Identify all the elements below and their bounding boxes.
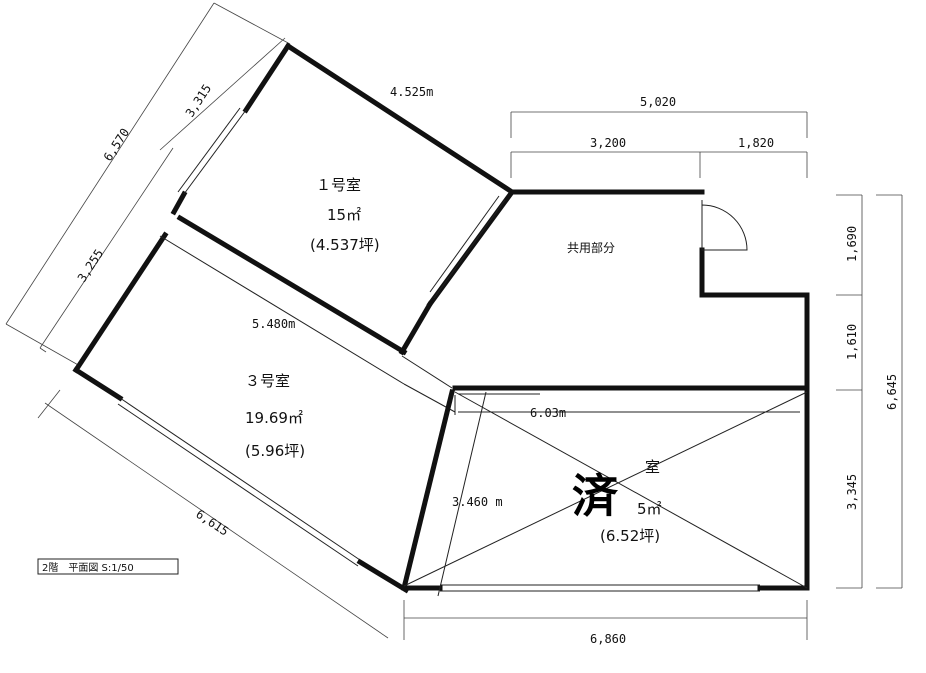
dimension-left-diagonal (5, 2, 291, 367)
room-3-tsubo: (5.96坪) (245, 442, 305, 460)
dim-6615: 6,615 (193, 507, 231, 539)
title-block (37, 558, 179, 575)
room-1-tsubo: (4.537坪) (310, 236, 380, 254)
title-block-text: 2階 平面図 S:1/50 (42, 562, 134, 574)
dim-3460: 3.460 m (452, 495, 503, 509)
dim-3255: 3,255 (75, 247, 106, 285)
dim-3345: 3,345 (845, 474, 859, 510)
room-3-walls (72, 231, 456, 594)
common-area-name: 共用部分 (567, 240, 615, 255)
room-1-name: １号室 (316, 176, 361, 194)
room-2-walls (400, 385, 810, 597)
dim-6570: 6,570 (101, 126, 132, 164)
room-3-name: ３号室 (245, 372, 290, 390)
dim-5020: 5,020 (640, 95, 676, 109)
dim-603: 6.03m (530, 406, 566, 420)
dim-5480: 5.480m (252, 317, 295, 331)
dim-3315: 3,315 (183, 82, 214, 120)
room-2-area-fragment: 5㎡ (637, 500, 662, 518)
room-3-area: 19.69㎡ (245, 409, 303, 427)
dim-4525: 4.525m (390, 85, 433, 99)
room-2-name-fragment: 室 (645, 458, 660, 476)
dim-3200: 3,200 (590, 136, 626, 150)
dim-1610: 1,610 (845, 324, 859, 360)
room-2-tsubo-fragment: (6.52坪) (600, 527, 660, 545)
room-1-area: 15㎡ (327, 206, 361, 224)
dimension-right (836, 194, 903, 589)
dimension-top-right (510, 111, 808, 178)
dim-1690: 1,690 (845, 226, 859, 262)
dim-1820: 1,820 (738, 136, 774, 150)
dim-6645: 6,645 (885, 374, 899, 410)
dim-6860: 6,860 (590, 632, 626, 646)
sold-stamp: 済 (572, 469, 619, 523)
common-area-walls (509, 189, 810, 393)
dimension-bottom (37, 389, 808, 640)
